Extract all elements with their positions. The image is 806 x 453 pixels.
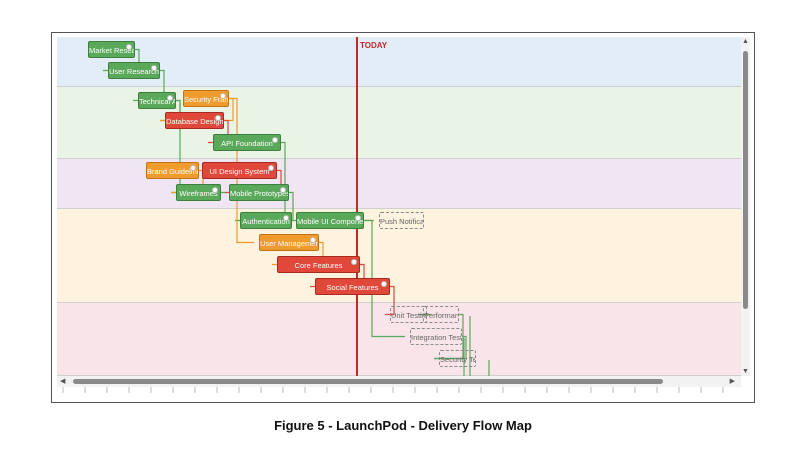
- task-label: API Foundation: [221, 139, 273, 148]
- task-handle-icon[interactable]: [167, 95, 173, 101]
- task-bar[interactable]: Push Notifications: [379, 212, 424, 229]
- task-handle-icon[interactable]: [280, 187, 286, 193]
- dependency-link: [434, 335, 467, 360]
- task-label: Integration Testing: [411, 333, 461, 342]
- task-bar[interactable]: Market Research: [88, 41, 135, 58]
- scroll-right-icon[interactable]: ▶: [729, 378, 735, 385]
- task-label: Authentication: [242, 217, 290, 226]
- task-bar[interactable]: Mobile Prototypes: [229, 184, 289, 201]
- horizontal-scroll-thumb[interactable]: [73, 379, 663, 384]
- task-label: Wireframes: [179, 189, 218, 198]
- swimlane-band: [57, 37, 741, 87]
- task-bar[interactable]: Authentication: [240, 212, 292, 229]
- task-label: Performance Testing: [424, 311, 459, 320]
- task-handle-icon[interactable]: [283, 215, 289, 221]
- task-bar[interactable]: Integration Testing: [410, 328, 462, 345]
- task-label: User Research: [109, 67, 160, 76]
- task-bar[interactable]: Mobile UI Components: [296, 212, 364, 229]
- task-handle-icon[interactable]: [151, 65, 157, 71]
- task-label: Core Features: [294, 261, 343, 270]
- task-label: Social Features: [326, 283, 379, 292]
- task-bar[interactable]: Security Framework: [183, 90, 229, 107]
- task-label: User Management: [260, 239, 319, 248]
- task-bar[interactable]: Core Features: [277, 256, 360, 273]
- today-marker-line: [356, 37, 358, 376]
- dependency-links: [103, 48, 490, 376]
- scroll-up-icon[interactable]: ▲: [742, 38, 749, 45]
- task-bar[interactable]: User Research: [108, 62, 160, 79]
- task-label: Security Testing: [440, 355, 475, 364]
- task-handle-icon[interactable]: [126, 44, 132, 50]
- task-handle-icon[interactable]: [220, 93, 226, 99]
- task-label: Push Notifications: [380, 217, 424, 226]
- task-bar[interactable]: Wireframes: [176, 184, 221, 201]
- task-label: Market Research: [89, 46, 134, 55]
- task-handle-icon[interactable]: [355, 215, 361, 221]
- task-bar[interactable]: UI Design System: [202, 162, 277, 179]
- task-bar[interactable]: API Foundation: [213, 134, 281, 151]
- task-bar[interactable]: Social Features: [315, 278, 390, 295]
- task-label: Mobile Prototypes: [230, 189, 289, 198]
- task-handle-icon[interactable]: [215, 115, 221, 121]
- task-handle-icon[interactable]: [212, 187, 218, 193]
- task-label: Mobile UI Components: [297, 217, 364, 226]
- task-handle-icon[interactable]: [272, 137, 278, 143]
- task-bar[interactable]: Database Design: [165, 112, 224, 129]
- task-label: Brand Guidelines: [147, 167, 199, 176]
- task-bar[interactable]: Technical Architecture: [138, 92, 176, 109]
- task-label: Security Framework: [184, 95, 229, 104]
- task-bar[interactable]: User Management: [259, 234, 319, 251]
- task-label: Unit Testing: [391, 311, 427, 320]
- task-handle-icon[interactable]: [190, 165, 196, 171]
- task-bar[interactable]: Unit Testing: [390, 306, 427, 323]
- figure-caption: Figure 5 - LaunchPod - Delivery Flow Map: [274, 418, 532, 433]
- scroll-down-icon[interactable]: ▼: [742, 368, 749, 375]
- task-label: UI Design System: [209, 167, 270, 176]
- task-handle-icon[interactable]: [310, 237, 316, 243]
- task-handle-icon[interactable]: [351, 259, 357, 265]
- dependency-link: [385, 285, 395, 316]
- swimlane-band: [57, 209, 741, 303]
- timescale-ticks: [62, 387, 724, 393]
- swimlane-band: [57, 303, 741, 376]
- task-label: Database Design: [166, 117, 224, 126]
- task-bar[interactable]: Security Testing: [439, 350, 476, 367]
- task-handle-icon[interactable]: [381, 281, 387, 287]
- today-label: TODAY: [360, 41, 388, 50]
- dependency-link: [235, 141, 286, 222]
- task-bar[interactable]: Performance Testing: [423, 306, 459, 323]
- task-bar[interactable]: Brand Guidelines: [146, 162, 199, 179]
- delivery-flow-chart[interactable]: TODAY Market ResearchUser ResearchTechni…: [57, 37, 741, 376]
- task-label: Technical Architecture: [139, 97, 175, 106]
- horizontal-scrollbar[interactable]: ◀ ▶: [57, 376, 741, 387]
- task-handle-icon[interactable]: [268, 165, 274, 171]
- vertical-scroll-thumb[interactable]: [743, 51, 748, 309]
- scroll-left-icon[interactable]: ◀: [60, 378, 66, 385]
- vertical-scrollbar[interactable]: ▲ ▼: [741, 37, 750, 376]
